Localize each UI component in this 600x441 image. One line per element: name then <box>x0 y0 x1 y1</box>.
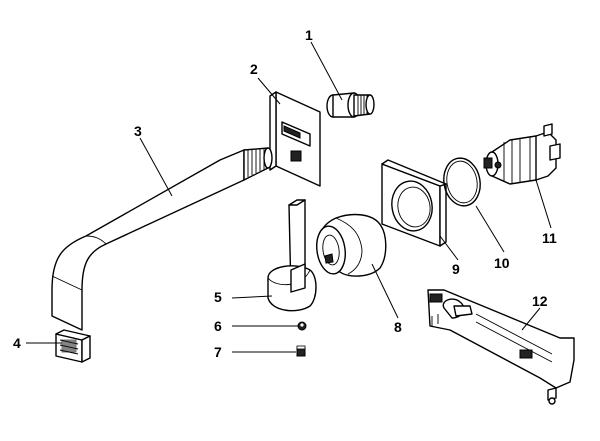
callout-2: 2 <box>250 61 258 77</box>
callout-5: 5 <box>214 289 222 305</box>
hex-plug <box>296 345 306 357</box>
wall-plate <box>269 91 321 187</box>
o-ring <box>443 157 481 207</box>
callout-11: 11 <box>542 230 557 246</box>
callout-4: 4 <box>13 335 21 351</box>
set-screw <box>297 321 307 331</box>
callout-7: 7 <box>214 344 222 360</box>
leader-lines <box>26 41 552 353</box>
cylindrical-sleeve <box>316 213 387 277</box>
square-escutcheon <box>381 159 447 247</box>
callout-3: 3 <box>134 123 142 139</box>
lever-handle <box>267 199 317 312</box>
cartridge <box>483 123 561 185</box>
callout-1: 1 <box>305 27 313 43</box>
callout-10: 10 <box>494 255 510 271</box>
threaded-nipple <box>326 92 375 118</box>
mounting-template <box>427 289 575 405</box>
callout-12: 12 <box>532 293 548 309</box>
callout-9: 9 <box>452 261 460 277</box>
callout-8: 8 <box>394 319 402 335</box>
spout <box>51 147 273 331</box>
aerator <box>55 329 91 363</box>
callout-labels: 1 2 3 4 5 6 7 8 9 10 11 12 <box>13 27 557 360</box>
callout-6: 6 <box>214 318 222 334</box>
